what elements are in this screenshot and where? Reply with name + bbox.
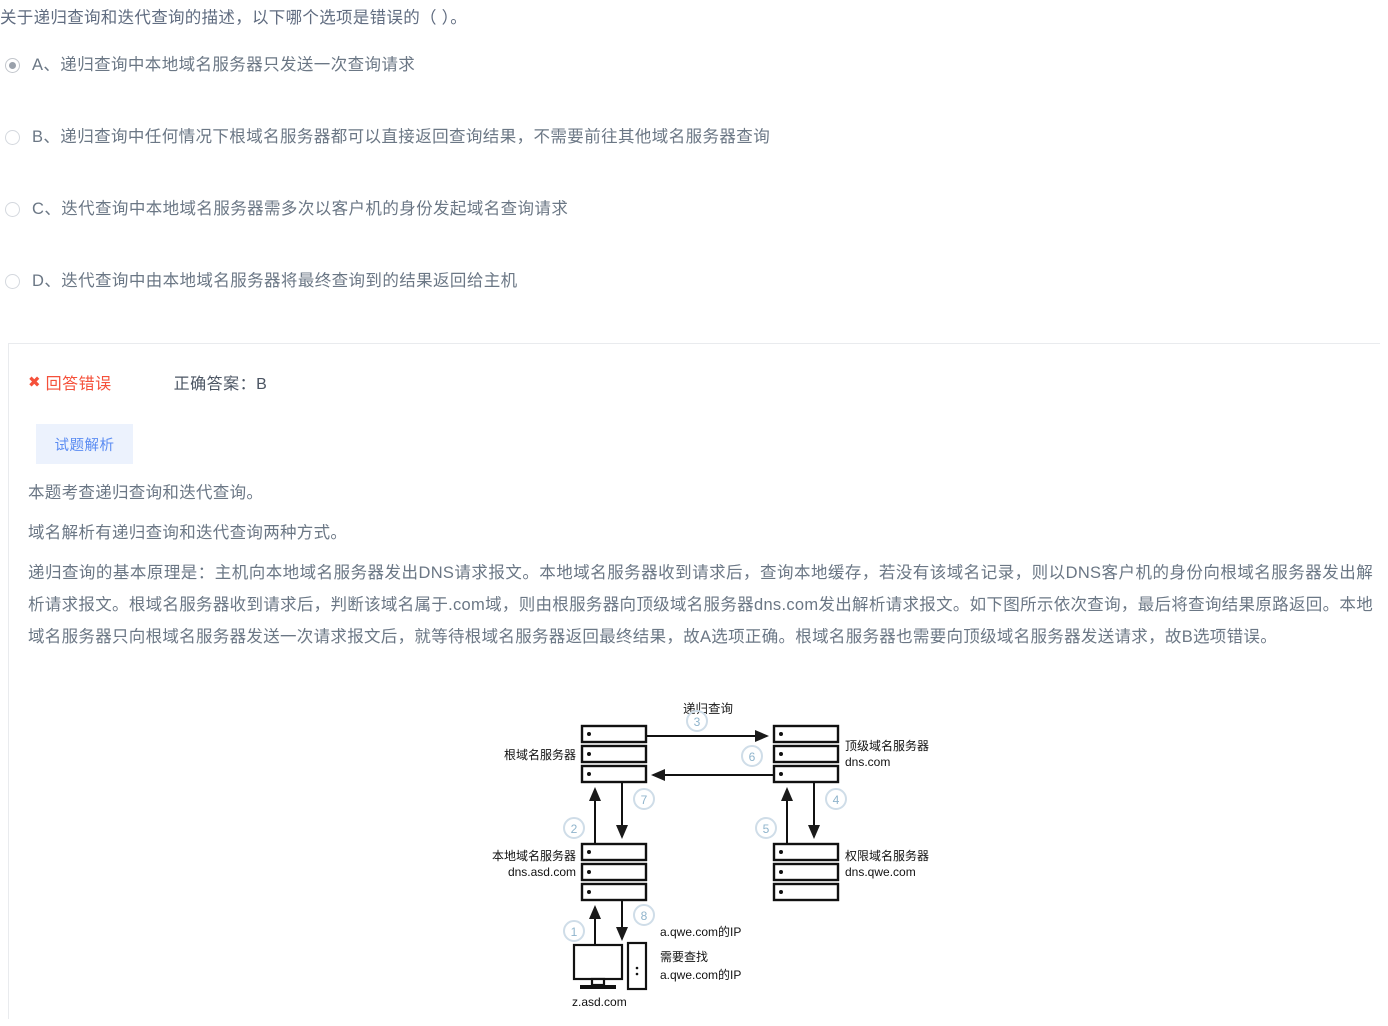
- node-root-server: [580, 724, 648, 784]
- option-label-c: C、迭代查询中本地域名服务器需多次以客户机的身份发起域名查询请求: [32, 200, 569, 218]
- annotation-reply-ip: a.qwe.com的IP: [660, 924, 741, 939]
- radio-option-a[interactable]: [5, 58, 20, 73]
- node-authoritative-server-sub: dns.qwe.com: [845, 865, 916, 879]
- node-tld-server: [772, 724, 840, 784]
- option-row-a[interactable]: A、递归查询中本地域名服务器只发送一次查询请求: [0, 52, 1340, 124]
- step-badge-8-label: 8: [641, 909, 648, 923]
- question-stem: 关于递归查询和迭代查询的描述，以下哪个选项是错误的（ ）。: [0, 9, 468, 27]
- tab-analysis[interactable]: 试题解析: [36, 424, 133, 464]
- result-status-text: 回答错误: [45, 376, 112, 393]
- radio-option-b[interactable]: [5, 130, 20, 145]
- annotation-need-lookup-line2: a.qwe.com的IP: [660, 967, 741, 982]
- node-local-server-sub: dns.asd.com: [508, 865, 576, 879]
- option-row-d[interactable]: D、迭代查询中由本地域名服务器将最终查询到的结果返回给主机: [0, 268, 1340, 340]
- node-client-host-label: z.asd.com: [572, 995, 627, 1009]
- step-badge-1-label: 1: [571, 925, 578, 939]
- option-label-a: A、递归查询中本地域名服务器只发送一次查询请求: [32, 56, 416, 74]
- annotation-need-lookup-line1: 需要查找: [660, 950, 708, 964]
- step-badge-3: 3: [686, 710, 708, 732]
- step-badge-2-label: 2: [571, 822, 578, 836]
- analysis-paragraph-2: 域名解析有递归查询和迭代查询两种方式。: [28, 524, 348, 542]
- step-badge-8: 8: [633, 904, 655, 926]
- node-local-server-label: 本地域名服务器: [492, 848, 576, 863]
- step-badge-7-label: 7: [641, 793, 648, 807]
- radio-option-c[interactable]: [5, 202, 20, 217]
- step-badge-6: 6: [741, 745, 763, 767]
- result-row: ✖ 回答错误 正确答案：B: [28, 370, 267, 394]
- node-tld-server-sub: dns.com: [845, 755, 890, 769]
- node-authoritative-server: [772, 842, 840, 902]
- node-client-host: [572, 941, 648, 991]
- correct-answer-text: 正确答案：B: [173, 376, 268, 393]
- option-row-b[interactable]: B、递归查询中任何情况下根域名服务器都可以直接返回查询结果，不需要前往其他域名服…: [0, 124, 1340, 196]
- step-badge-6-label: 6: [749, 750, 756, 764]
- step-badge-7: 7: [633, 788, 655, 810]
- option-label-d: D、迭代查询中由本地域名服务器将最终查询到的结果返回给主机: [32, 272, 518, 290]
- radio-option-d[interactable]: [5, 274, 20, 289]
- options-list: A、递归查询中本地域名服务器只发送一次查询请求 B、递归查询中任何情况下根域名服…: [0, 52, 1340, 340]
- step-badge-4: 4: [825, 788, 847, 810]
- node-tld-server-label: 顶级域名服务器: [845, 738, 929, 753]
- analysis-body: 本题考查递归查询和迭代查询。 域名解析有递归查询和迭代查询两种方式。 递归查询的…: [28, 477, 1373, 661]
- dns-query-diagram: 递归查询 根域名服务器 顶级域名服务器 dns.com: [464, 696, 954, 1016]
- diagram-title-text: 递归查询: [683, 702, 733, 716]
- option-label-b: B、递归查询中任何情况下根域名服务器都可以直接返回查询结果，不需要前往其他域名服…: [32, 128, 771, 146]
- step-badge-5-label: 5: [763, 822, 770, 836]
- option-row-c[interactable]: C、迭代查询中本地域名服务器需多次以客户机的身份发起域名查询请求: [0, 196, 1340, 268]
- analysis-paragraph-3: 递归查询的基本原理是：主机向本地域名服务器发出DNS请求报文。本地域名服务器收到…: [28, 564, 1373, 646]
- step-badge-2: 2: [563, 817, 585, 839]
- step-badge-3-label: 3: [694, 715, 701, 729]
- node-authoritative-server-label: 权限域名服务器: [845, 848, 929, 863]
- analysis-paragraph-1: 本题考查递归查询和迭代查询。: [28, 484, 264, 502]
- node-local-server: [580, 842, 648, 902]
- step-badge-4-label: 4: [833, 793, 840, 807]
- answer-analysis-panel: ✖ 回答错误 正确答案：B 试题解析 本题考查递归查询和迭代查询。 域名解析有递…: [8, 343, 1380, 1019]
- node-root-server-label: 根域名服务器: [504, 747, 576, 762]
- step-badge-1: 1: [563, 920, 585, 942]
- wrong-answer-icon: ✖: [28, 373, 41, 391]
- step-badge-5: 5: [755, 817, 777, 839]
